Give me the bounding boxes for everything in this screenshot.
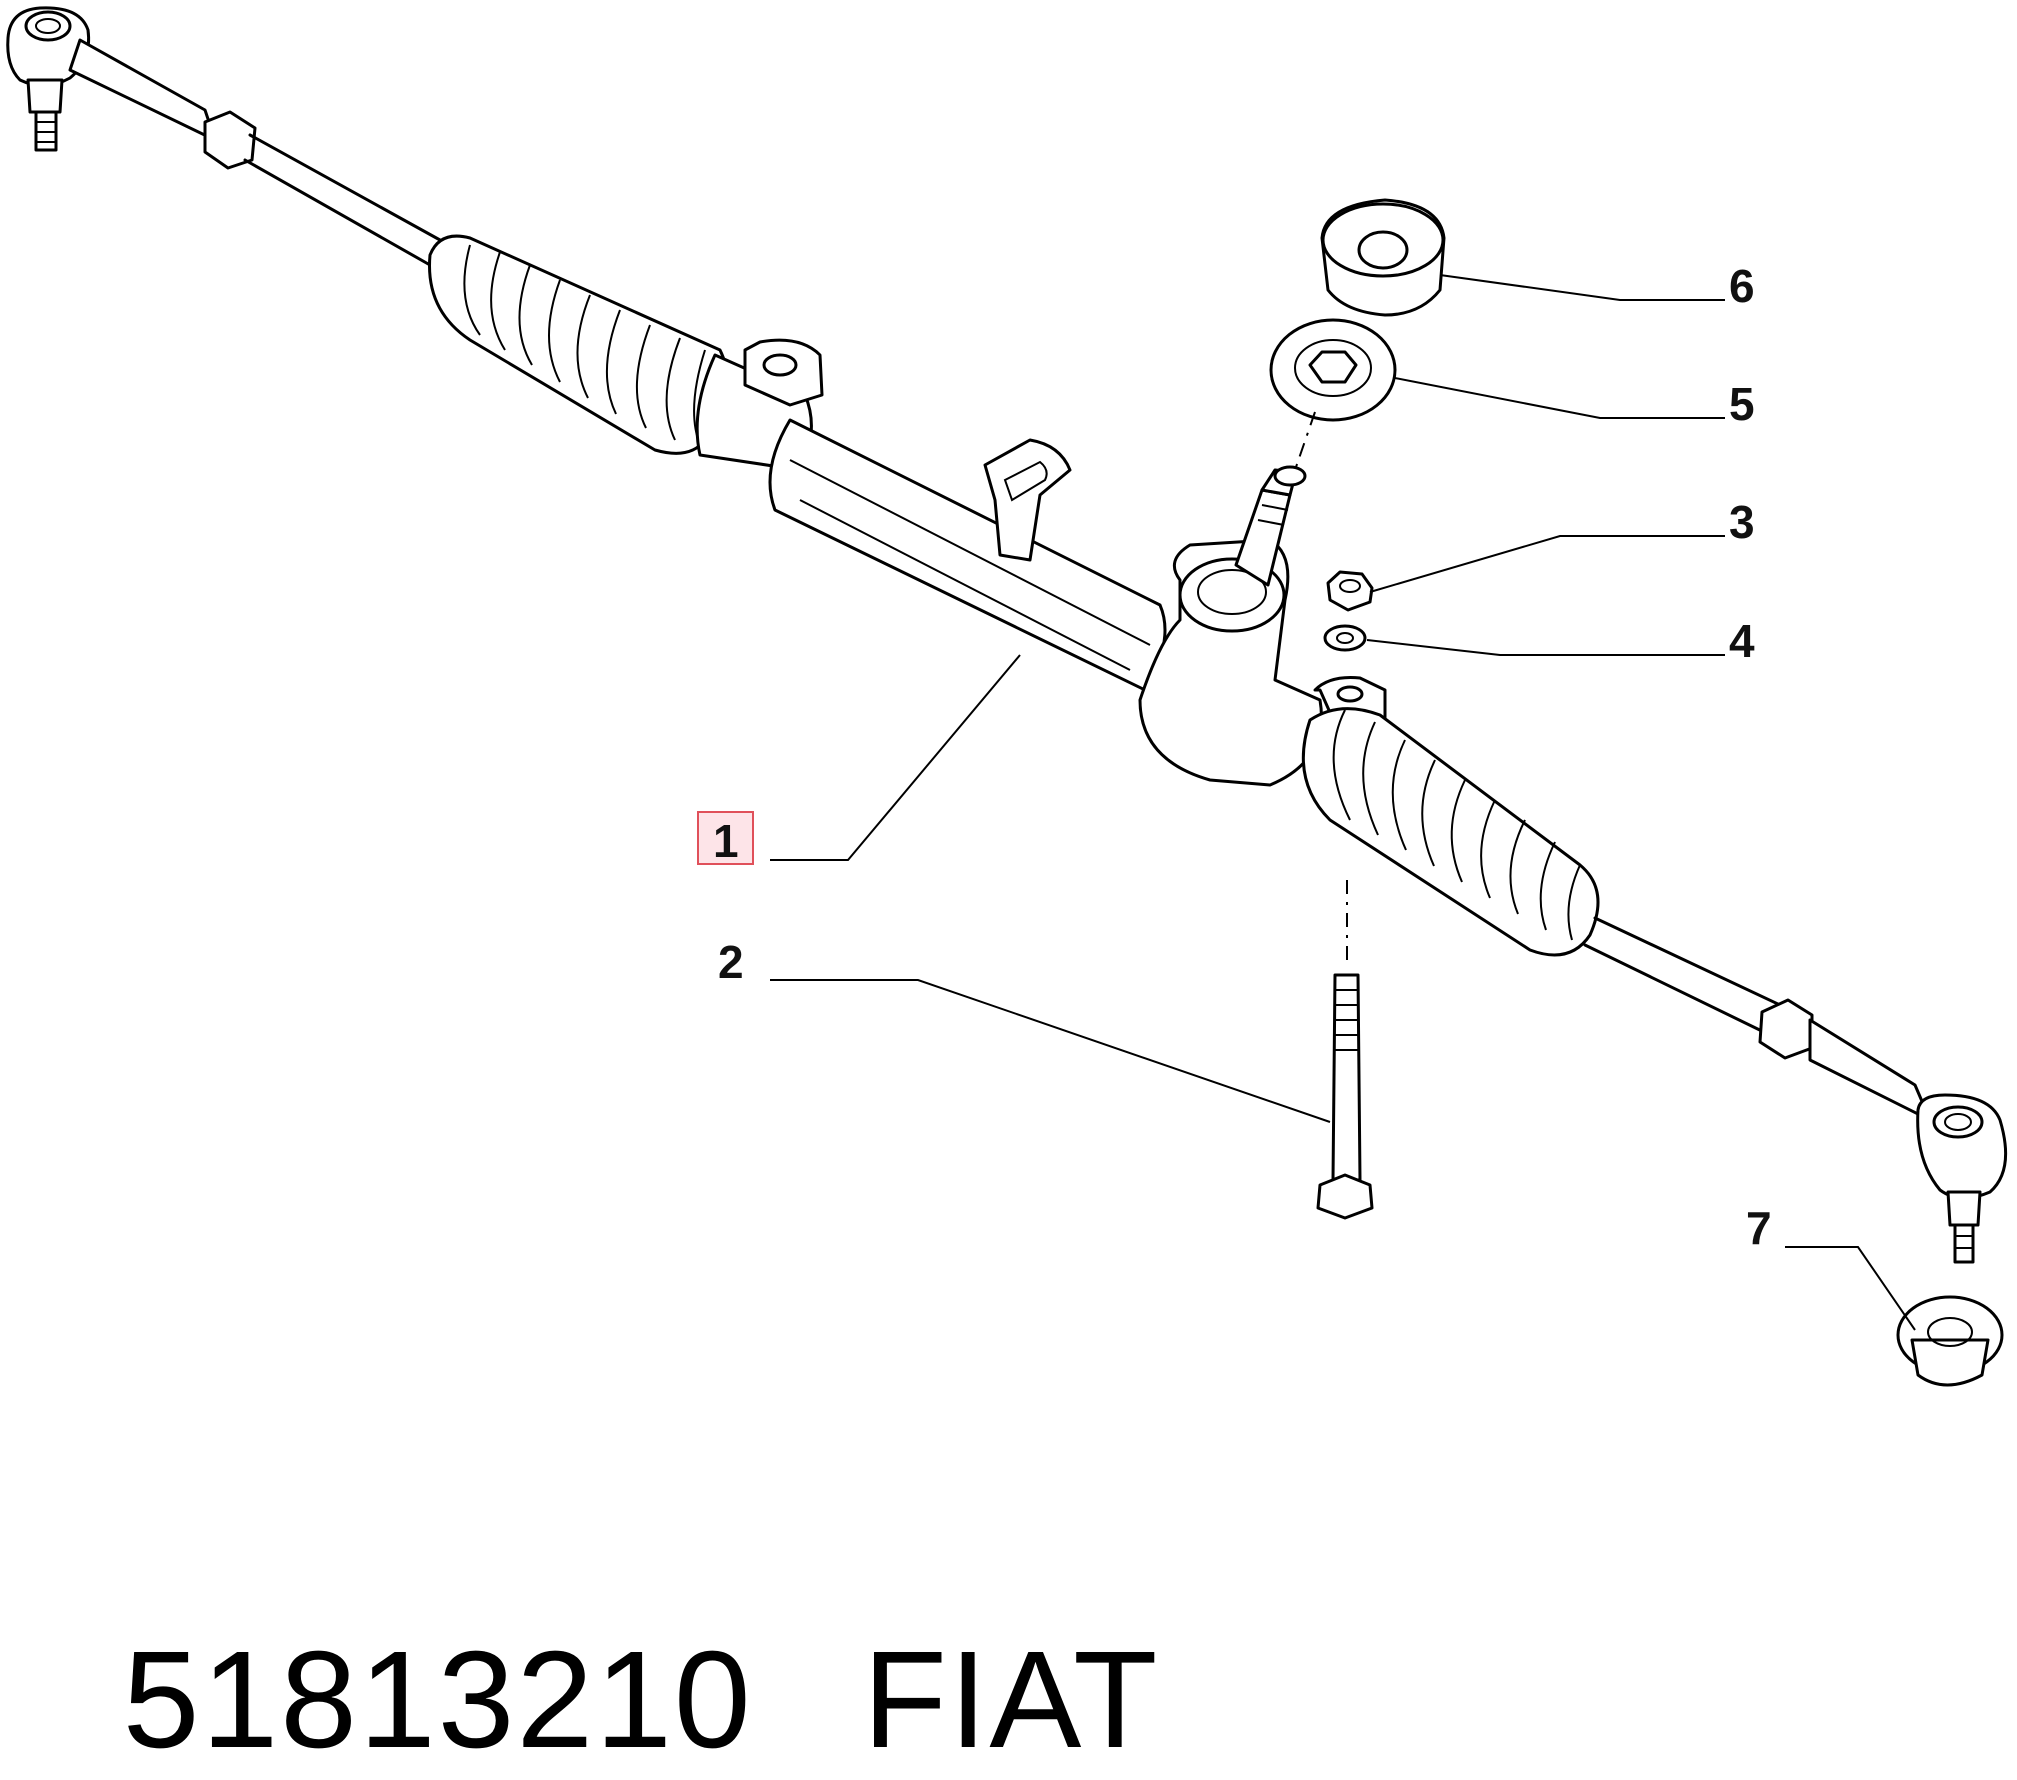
- callout-1-highlight-box: [697, 811, 754, 865]
- callout-4: 4: [1729, 615, 1755, 667]
- part-3-nut: [1326, 570, 1374, 612]
- right-tie-rod-end: [1758, 998, 2008, 1264]
- left-tie-rod-end: [6, 6, 257, 170]
- part-number: 51813210: [122, 1623, 753, 1777]
- callout-6: 6: [1729, 260, 1755, 312]
- callout-7: 7: [1746, 1202, 1772, 1254]
- right-inner-tie-rod: [1583, 916, 1782, 1037]
- rack-housing: [768, 418, 1167, 692]
- part-6-cap: [1320, 198, 1446, 317]
- pinion-housing: [1138, 465, 1323, 787]
- callout-5: 5: [1729, 378, 1755, 430]
- part-4-washer: [1323, 624, 1367, 652]
- right-bellows-boot: [1301, 707, 1600, 957]
- callout-2: 2: [718, 936, 744, 988]
- left-inner-tie-rod: [243, 133, 442, 267]
- left-bellows-boot: [428, 234, 729, 455]
- steering-rack-diagram: 1 2 3 4 5 6 7: [6, 6, 2008, 1387]
- part-2-bolt: [1316, 880, 1374, 1220]
- callout-1: 1: [713, 815, 739, 867]
- footer-caption: 51813210 FIAT: [42, 1462, 1159, 1780]
- callout-3: 3: [1729, 496, 1755, 548]
- leader-lines: [770, 274, 1916, 1331]
- part-7-flange-nut: [1896, 1295, 2004, 1387]
- brand-name: FIAT: [862, 1623, 1160, 1777]
- part-5-seal: [1269, 318, 1397, 471]
